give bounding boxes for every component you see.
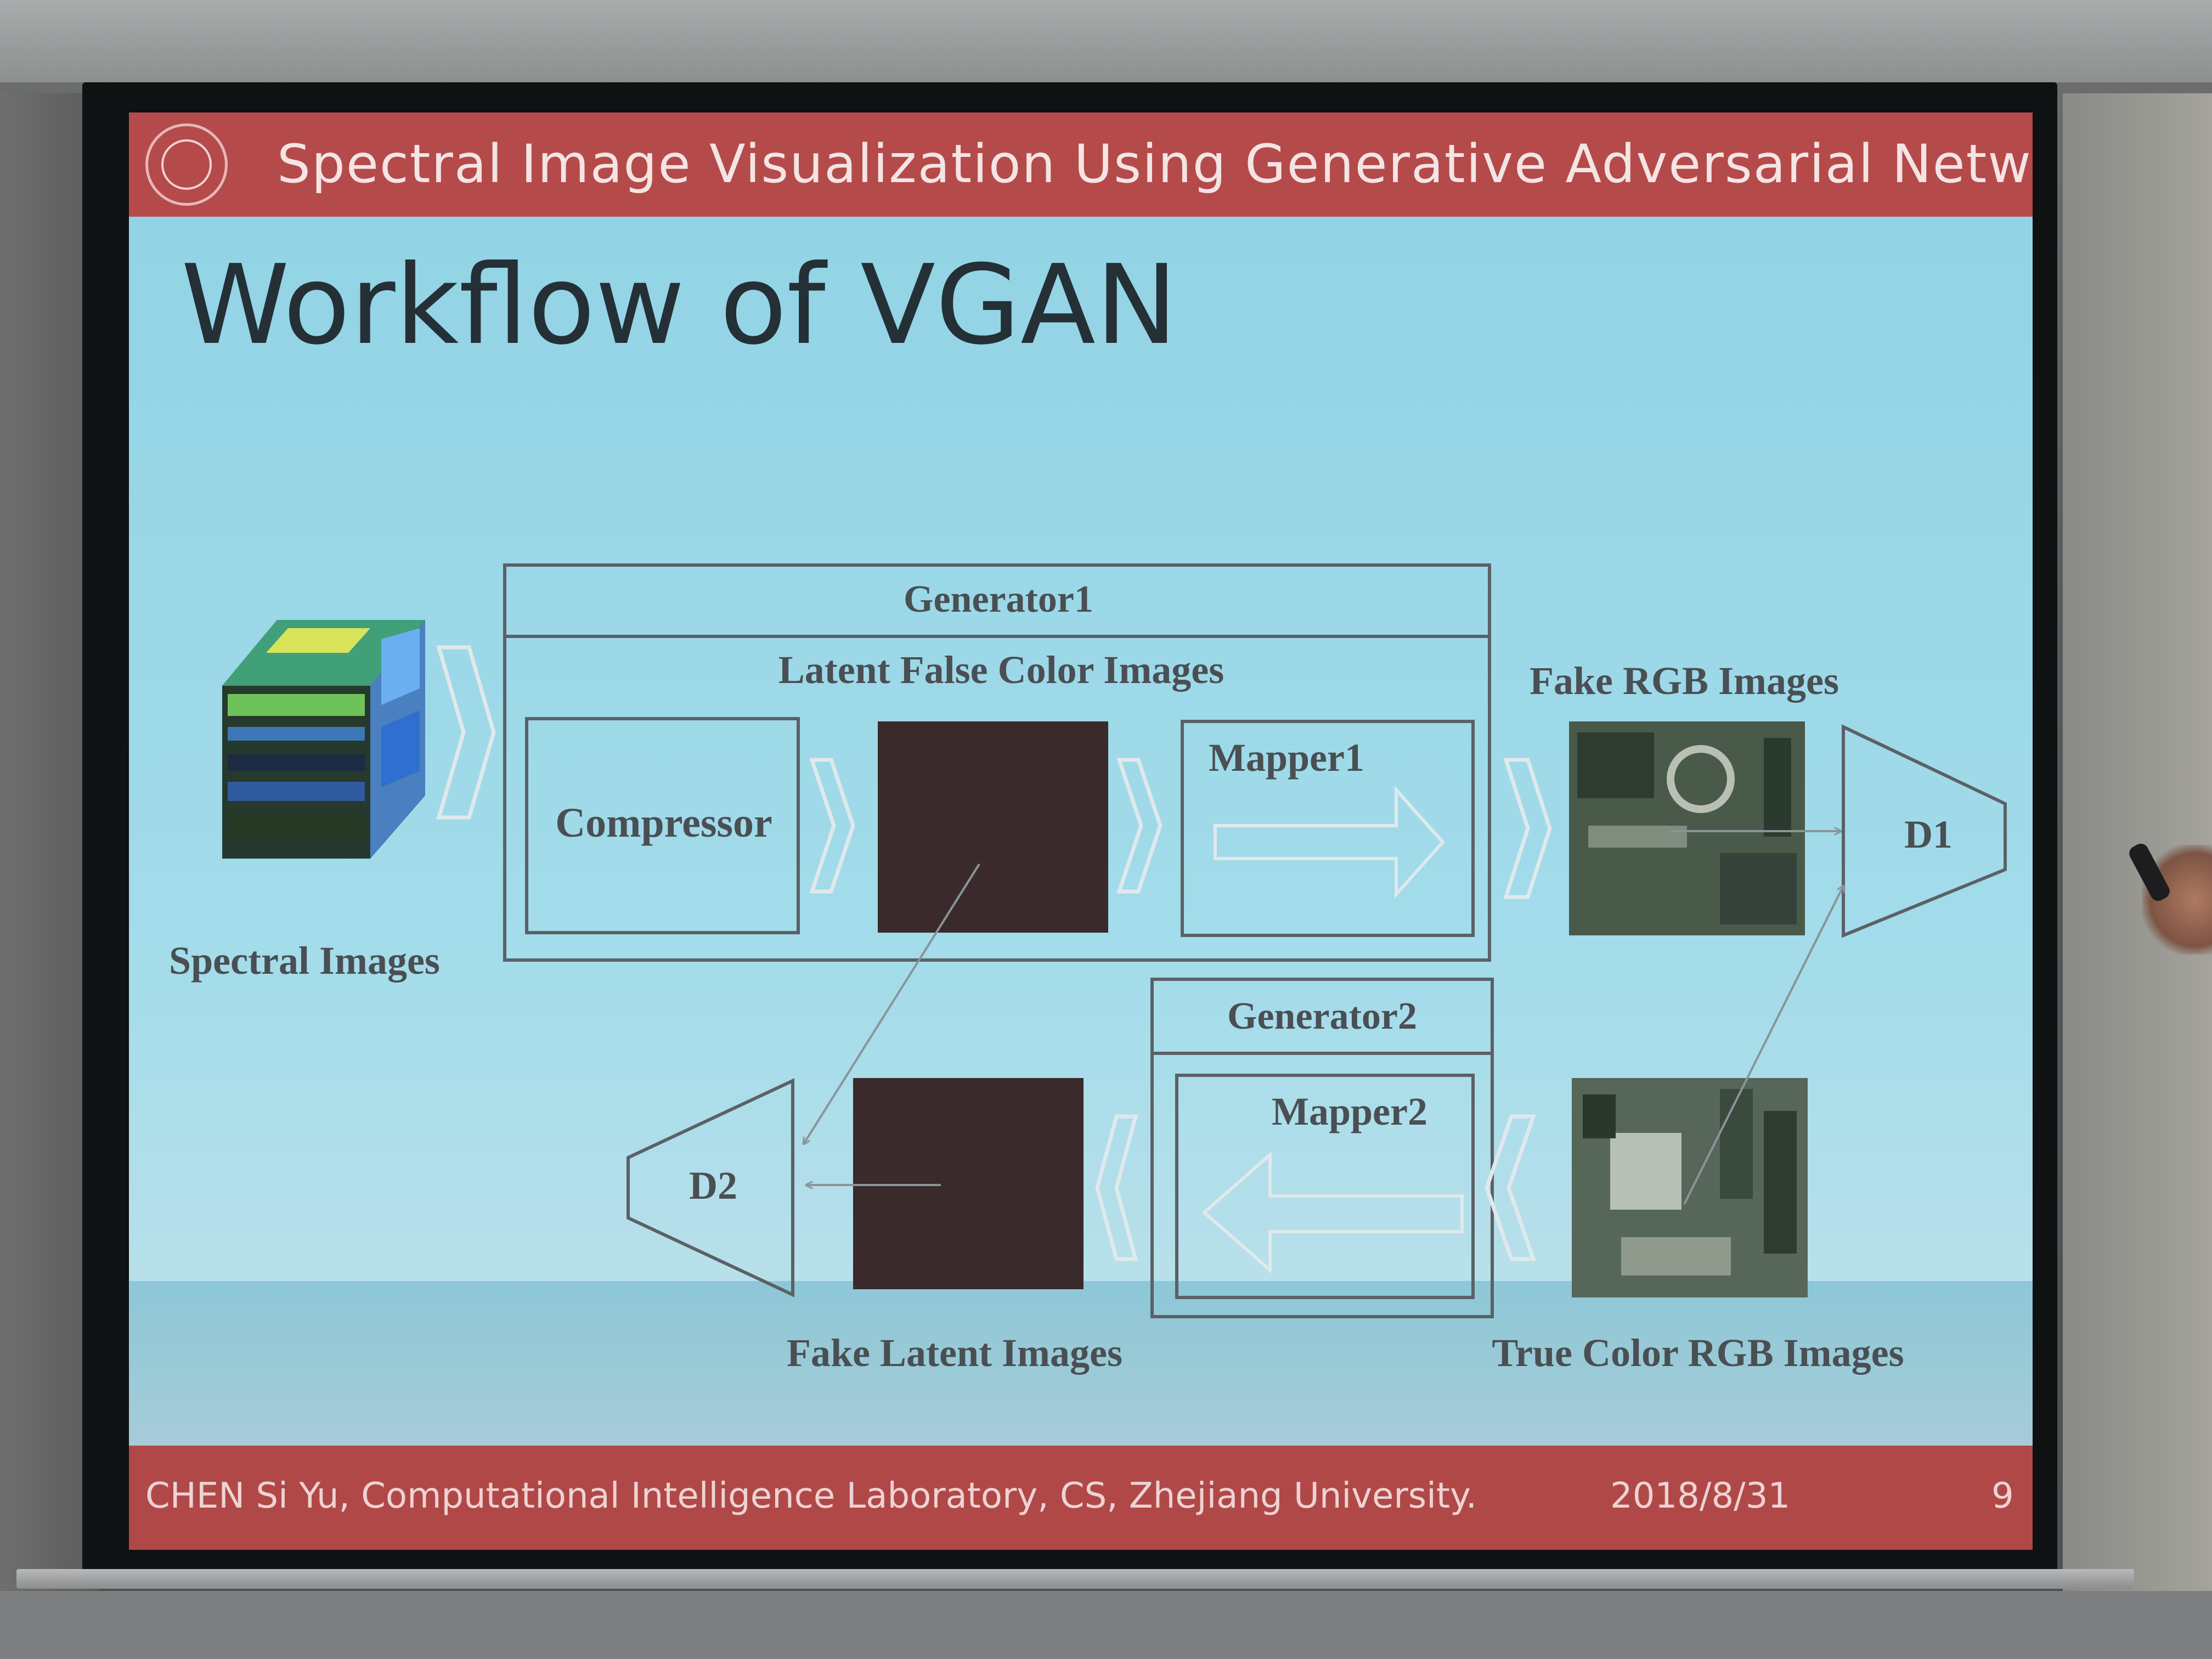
slide-header-title: Spectral Image Visualization Using Gener… [277,133,2033,195]
chevron-right-icon [1116,758,1163,894]
generator2-label: Generator2 [1227,995,1417,1037]
arrow-left-icon [1201,1151,1464,1274]
vgan-workflow-diagram: Spectral Images Generator1 Latent False … [169,563,2007,1375]
compressor-label: Compressor [555,800,772,846]
arrow-latent-to-d2 [804,863,980,1144]
chevron-right-icon [436,645,496,820]
generator1-block [503,563,1491,962]
chevron-right-icon [1503,758,1552,899]
discriminator-d2-block [627,1078,794,1297]
arrow-true-rgb-to-d1 [1683,886,1843,1205]
fake-rgb-image [1569,721,1805,935]
true-color-rgb-image [1572,1078,1808,1297]
footer-date: 2018/8/31 [1610,1476,1791,1516]
footer-author: CHEN Si Yu, Computational Intelligence L… [145,1476,1477,1516]
mapper1-block [1181,720,1475,937]
generator2-block [1150,978,1494,1318]
compressor-block [525,717,800,934]
chevron-left-icon [1485,1114,1536,1261]
slide-header-band: Spectral Image Visualization Using Gener… [129,112,2033,217]
slide-title: Workflow of VGAN [181,241,1178,369]
ceiling-strip [0,0,2212,82]
d1-label: D1 [1904,812,1953,856]
chevron-left-icon [1095,1114,1138,1261]
university-logo-icon [145,123,228,206]
d2-label: D2 [689,1164,737,1207]
logo-emblem [161,139,212,190]
screen-bottom-bar [16,1569,2134,1589]
discriminator-d1-block [1842,724,2007,938]
mapper2-block [1175,1074,1475,1299]
mapper1-label: Mapper1 [1209,736,1364,780]
slide-footer-band: CHEN Si Yu, Computational Intelligence L… [129,1446,2033,1550]
spectral-images-label: Spectral Images [169,939,440,983]
fake-rgb-label: Fake RGB Images [1530,659,1839,703]
lower-wall [0,1591,2212,1659]
mapper2-label: Mapper2 [1272,1090,1427,1133]
chevron-right-icon [809,758,855,894]
latent-false-color-label: Latent False Color Images [778,648,1224,692]
spectral-cube-image [222,620,425,859]
footer-page-number: 9 [1991,1476,2014,1516]
true-color-label: True Color RGB Images [1492,1331,1904,1375]
latent-false-color-image [878,721,1108,933]
generator1-label: Generator1 [904,578,1093,620]
arrow-right-icon [1214,786,1446,899]
fake-latent-image [853,1078,1084,1289]
presentation-slide: Spectral Image Visualization Using Gener… [129,112,2033,1550]
fake-latent-label: Fake Latent Images [787,1331,1122,1375]
